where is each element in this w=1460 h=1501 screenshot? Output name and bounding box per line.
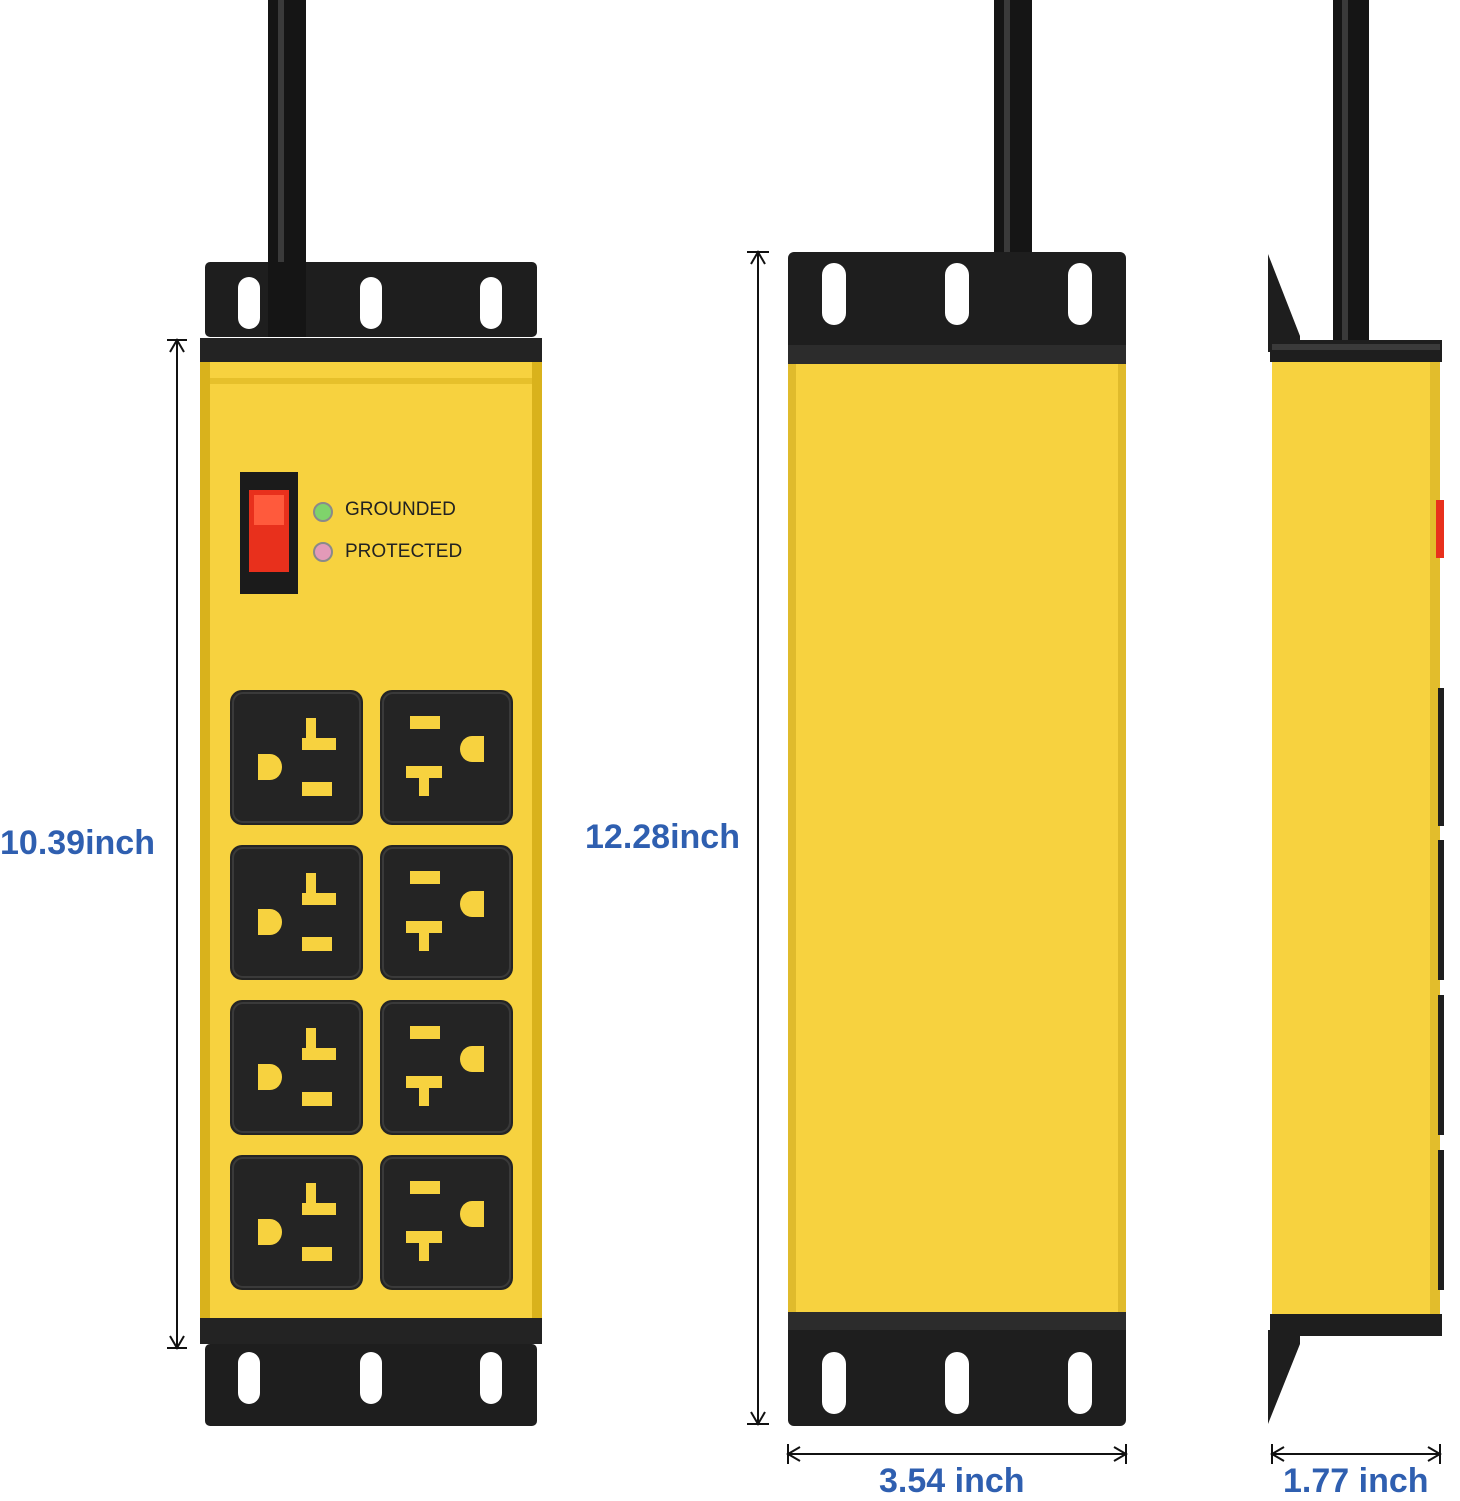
side-switch [1436, 500, 1444, 558]
front-height-label: 10.39inch [0, 824, 155, 862]
outlet [380, 1155, 513, 1290]
depth-dimension-line [1270, 1444, 1442, 1464]
front-height-dimension-line [167, 338, 187, 1350]
outlet [230, 1155, 363, 1290]
total-height-label: 12.28inch [585, 818, 740, 856]
depth-label: 1.77 inch [1283, 1462, 1429, 1500]
back-body [788, 364, 1126, 1312]
outlet [380, 845, 513, 980]
width-dimension-line [786, 1444, 1128, 1464]
side-body [1272, 362, 1440, 1314]
outlet [380, 1000, 513, 1135]
grounded-led [313, 502, 333, 522]
back-top-bracket [788, 252, 1126, 365]
outlet [230, 1000, 363, 1135]
side-outlet-edges [1438, 688, 1444, 1290]
power-switch-graphic [240, 472, 298, 594]
back-power-cord [994, 0, 1032, 255]
side-top-bracket [1268, 254, 1442, 362]
bottom-mounting-bracket [205, 1344, 537, 1426]
outlet [230, 845, 363, 980]
protected-label: PROTECTED [345, 541, 463, 562]
grounded-label: GROUNDED [345, 499, 456, 520]
total-height-dimension-line [747, 250, 769, 1426]
outlet [380, 690, 513, 825]
back-bottom-bracket [788, 1312, 1126, 1426]
outlet-grid [230, 690, 513, 1290]
top-mounting-bracket [205, 262, 537, 337]
width-label: 3.54 inch [879, 1462, 1025, 1500]
side-bottom-bracket [1268, 1314, 1442, 1424]
protected-led [313, 542, 333, 562]
outlet [230, 690, 363, 825]
side-power-cord [1333, 0, 1369, 345]
